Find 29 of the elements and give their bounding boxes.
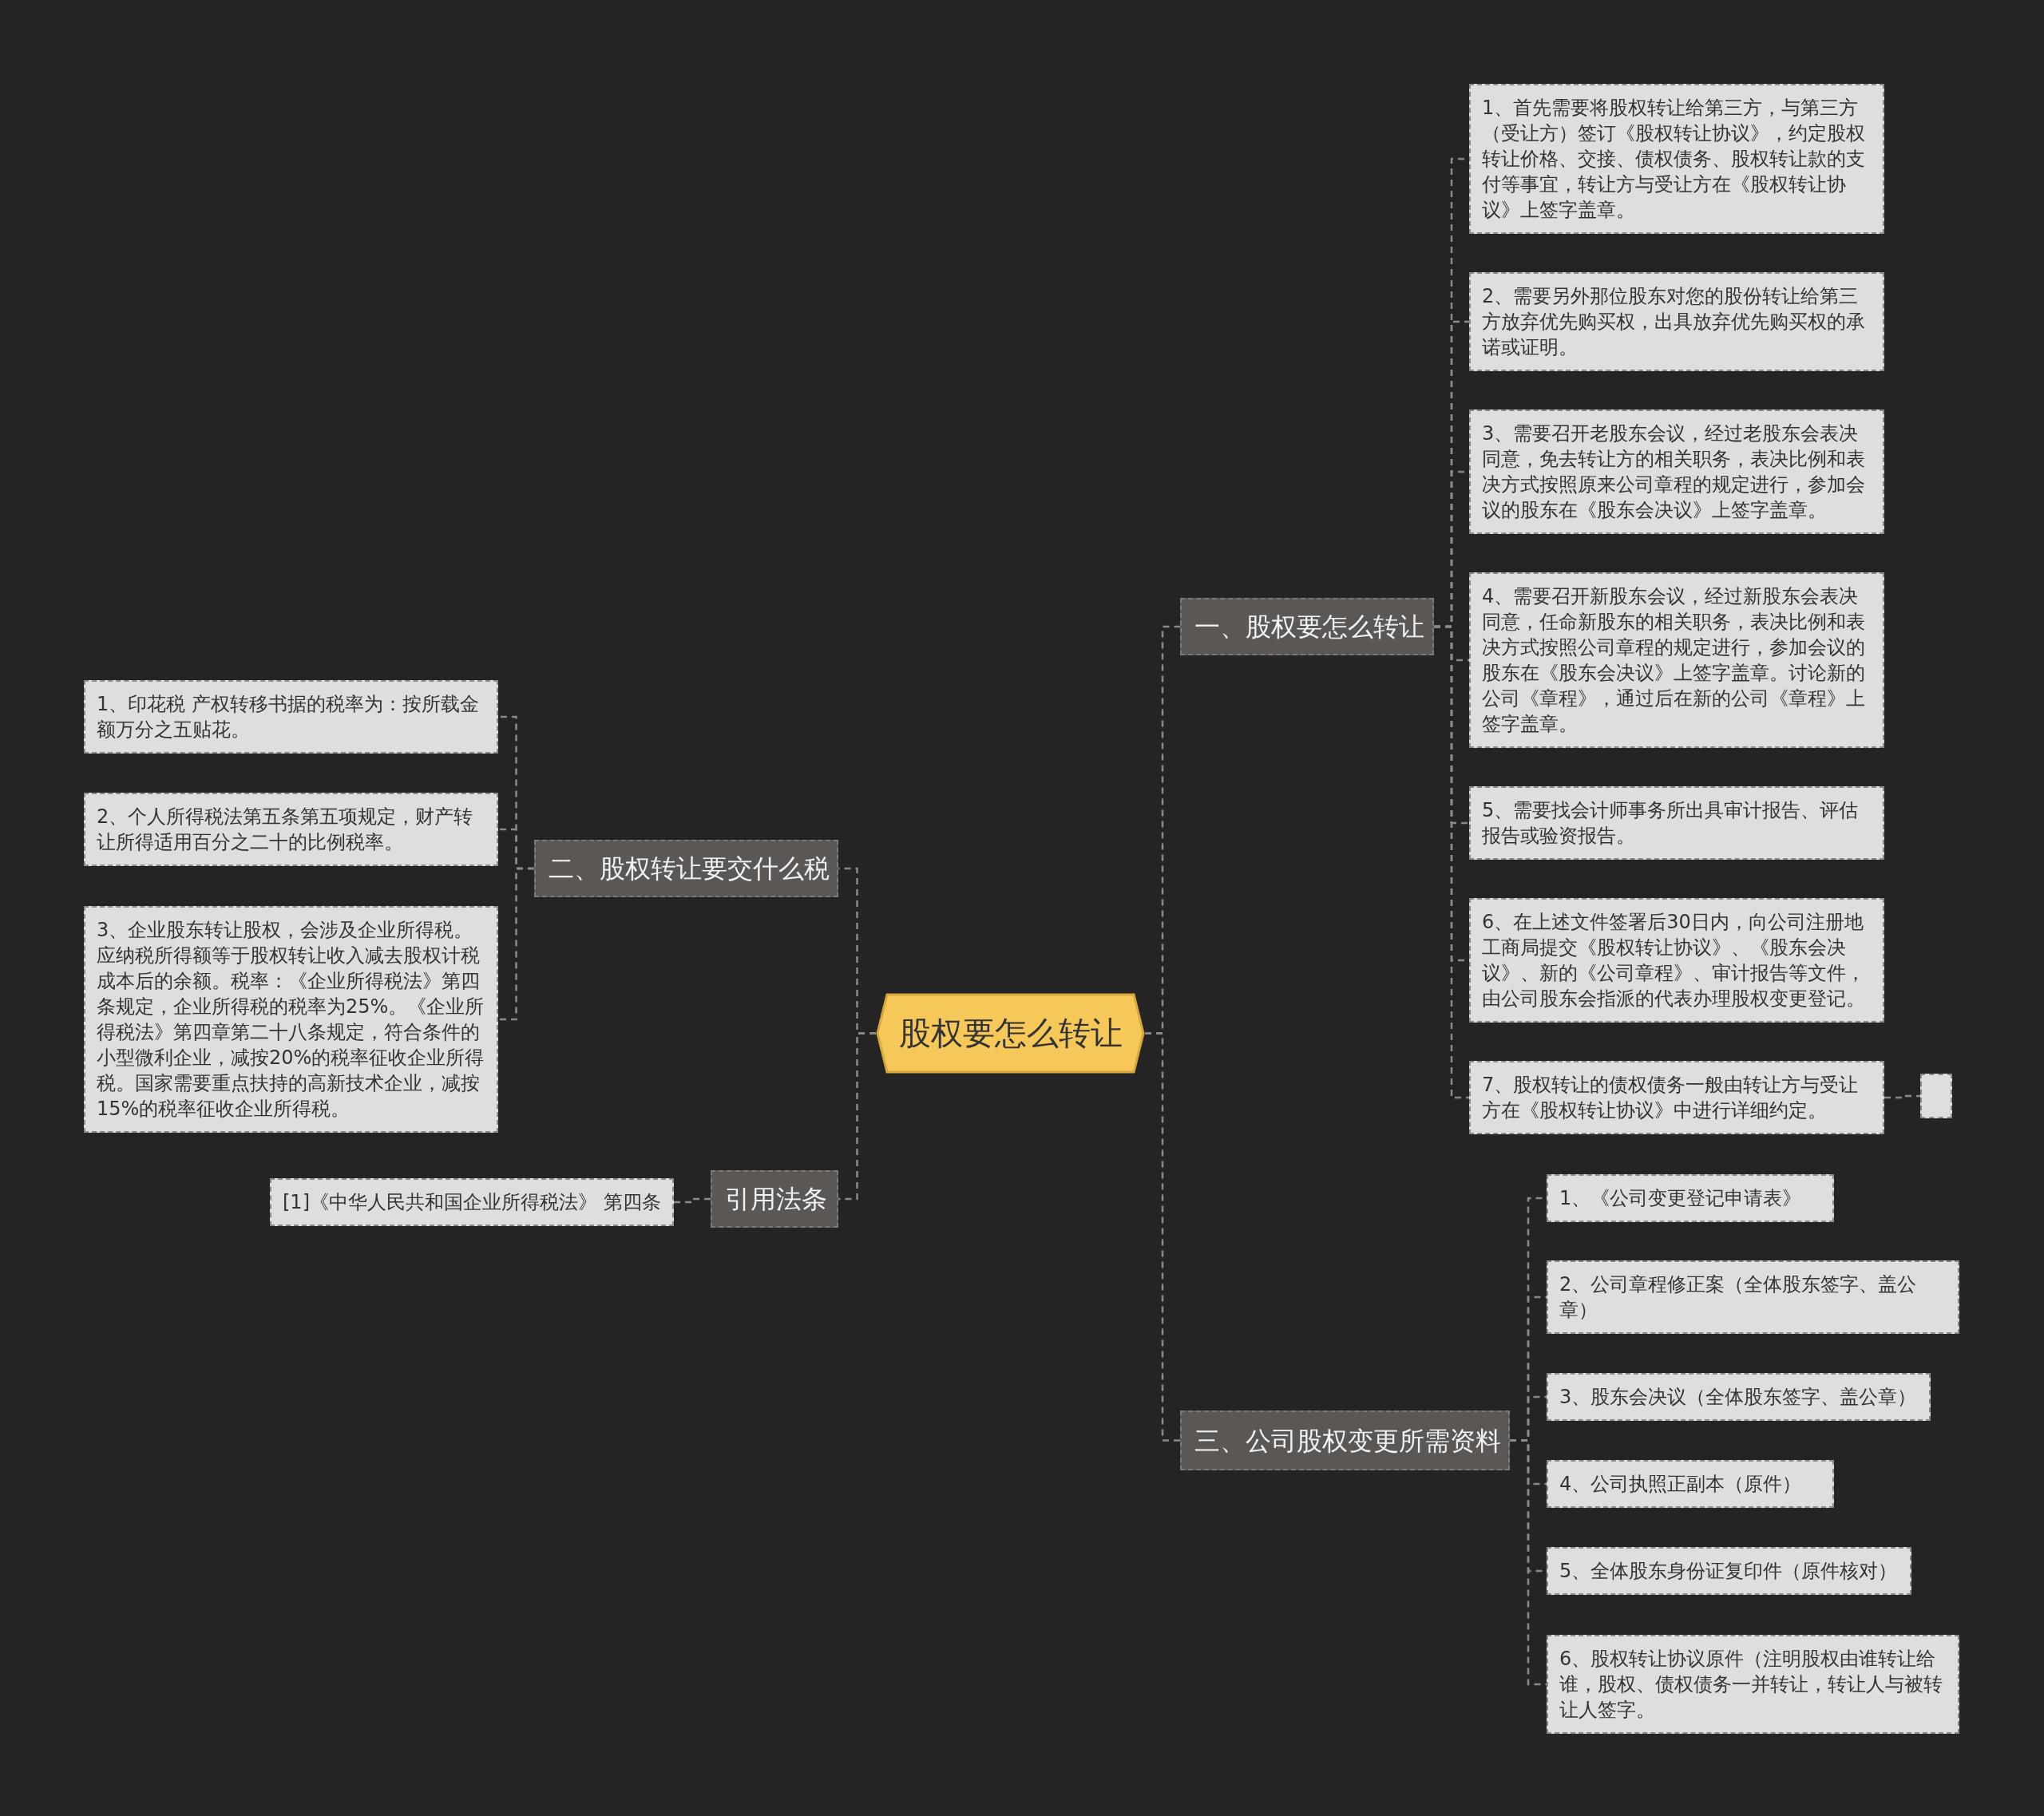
note-card: 5、全体股东身份证复印件（原件核对） [1547,1547,1911,1595]
note-card: 1、印花税 产权转移书据的税率为：按所载金额万分之五贴花。 [84,680,498,754]
note-card: 3、企业股东转让股权，会涉及企业所得税。应纳税所得额等于股权转让收入减去股权计税成本后的余额。税率：《企业所得税法》第四条规定，企业所得税的税率为25%。《企业所得税法》第四章第二十八条规定，符合条件的小型微利企业，减按20%的税率征收企业所得税。国家需要重点扶持的高新技术企业，减按15%的税率征收企业所得税。 [84,906,498,1133]
connector-line [1510,1439,1547,1686]
branch-topic: 一、股权要怎么转让 [1180,598,1434,655]
note-card: 3、股东会决议（全体股东签字、盖公章） [1547,1373,1931,1421]
note-card: 2、需要另外那位股东对您的股份转让给第三方放弃优先购买权，出具放弃优先购买权的承诺或证明。 [1469,272,1884,371]
connector-line [1145,1032,1180,1442]
note-card: 1、首先需要将股权转让给第三方，与第三方（受让方）签订《股权转让协议》，约定股权转让价格、交接、债权债务、股权转让款的支付等事宜，转让方与受让方在《股权转让协议》上签字盖章。 [1469,84,1884,234]
note-card: 2、个人所得税法第五条第五项规定，财产转让所得适用百分之二十的比例税率。 [84,793,498,866]
note-card: 3、需要召开老股东会议，经过老股东会表决同意，免去转让方的相关职务，表决比例和表决方式按照原来公司章程的规定进行，参加会议的股东在《股东会决议》上签字盖章。 [1469,409,1884,534]
connector-line [838,1032,876,1201]
note-card: 6、在上述文件签署后30日内，向公司注册地工商局提交《股权转让协议》、《股东会决议》、新的《公司章程》、审计报告等文件，由公司股东会指派的代表办理股权变更登记。 [1469,898,1884,1023]
branch-topic: 二、股权转让要交什么税 [534,840,838,897]
note-card: 2、公司章程修正案（全体股东签字、盖公章） [1547,1260,1959,1334]
empty-box [1920,1074,1952,1118]
note-card: 7、股权转让的债权债务一般由转让方与受让方在《股权转让协议》中进行详细约定。 [1469,1061,1884,1134]
note-card: 6、股权转让协议原件（注明股权由谁转让给谁，股权、债权债务一并转让，转让人与被转让人签字。 [1547,1635,1959,1734]
branch-topic: 引用法条 [711,1170,838,1228]
note-card: 4、需要召开新股东会议，经过新股东会表决同意，任命新股东的相关职务，表决比例和表决方式按照公司章程的规定进行，参加会议的股东在《股东会决议》上签字盖章。讨论新的公司《章程》，通过后在新的公司《章程》上签字盖章。 [1469,572,1884,748]
note-card: 5、需要找会计师事务所出具审计报告、评估报告或验资报告。 [1469,786,1884,860]
note-card: [1]《中华人民共和国企业所得税法》 第四条 [270,1178,674,1226]
connector-line [674,1197,711,1204]
connector-line [1884,1094,1920,1099]
branch-topic: 三、公司股权变更所需资料 [1180,1410,1510,1470]
topic-text: 股权要怎么转让 [898,1014,1123,1053]
connector-line [498,867,534,1021]
note-card: 1、《公司变更登记申请表》 [1547,1174,1834,1222]
note-card: 4、公司执照正副本（原件） [1547,1460,1834,1508]
